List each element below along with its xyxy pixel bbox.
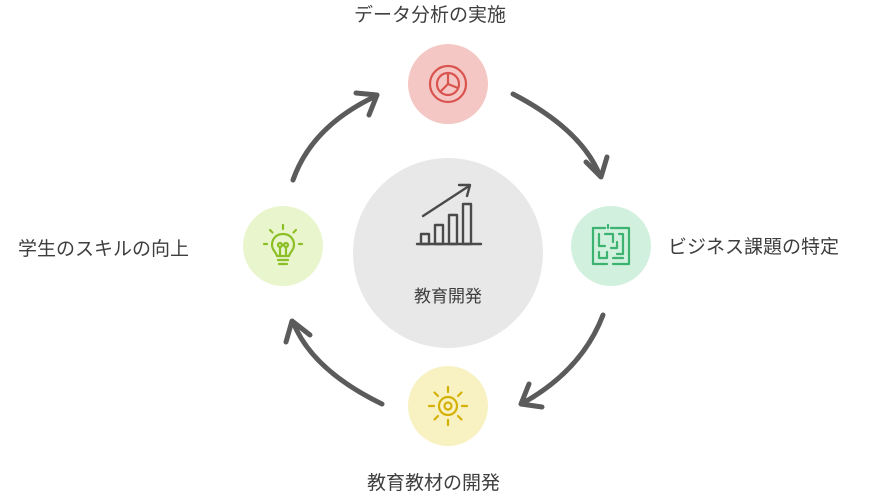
node-material-development [408, 366, 488, 446]
node-skill-improvement [243, 206, 323, 286]
label-data-analysis: データ分析の実施 [354, 4, 507, 26]
label-business-issues: ビジネス課題の特定 [668, 236, 840, 258]
pie-chart-icon [428, 64, 468, 104]
arrow-left-to-top [290, 93, 379, 183]
bar-chart-growth-icon [415, 183, 483, 246]
center-hub: 教育開発 [353, 158, 543, 348]
arrow-left-to-top-head [353, 90, 380, 118]
arrow-top-to-right [510, 91, 603, 179]
sun-icon [427, 385, 469, 427]
arrow-bottom-to-left-head [283, 318, 313, 345]
arrow-bottom-to-left [290, 319, 385, 407]
arrow-right-to-bottom [520, 312, 606, 406]
center-label: 教育開発 [414, 287, 482, 307]
arrow-top-to-right-head [583, 154, 610, 180]
label-material-development: 教育教材の開発 [367, 472, 501, 494]
maze-icon [591, 224, 631, 266]
arrow-right-to-bottom-head [518, 381, 545, 410]
node-data-analysis [408, 44, 488, 124]
lightbulb-icon [262, 223, 304, 266]
label-skill-improvement: 学生のスキルの向上 [18, 238, 190, 260]
node-business-issues [571, 206, 651, 286]
